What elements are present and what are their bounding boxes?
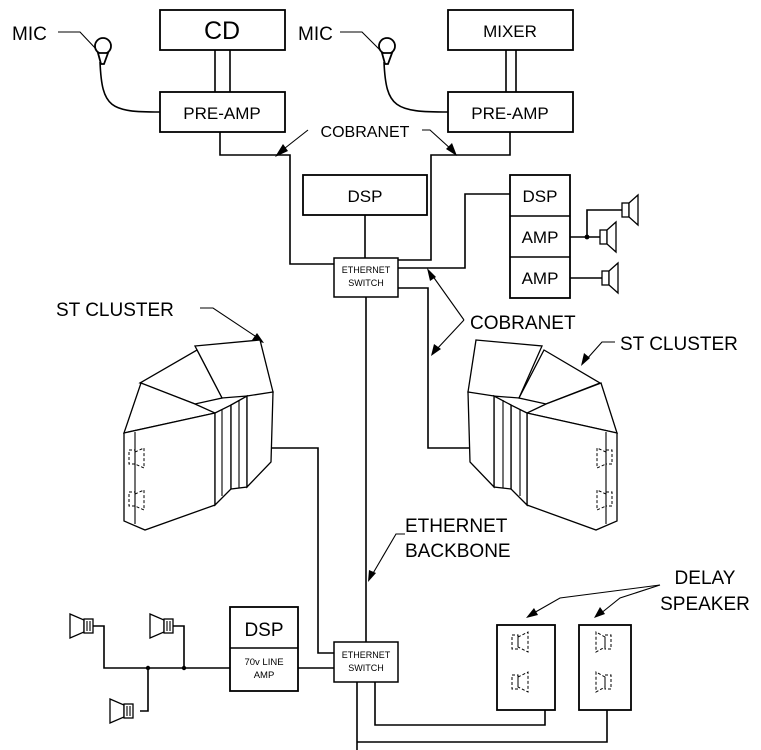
preamp-label: PRE-AMP xyxy=(183,104,260,123)
mixer-box xyxy=(447,9,574,51)
horn-speaker-icon xyxy=(69,613,94,639)
dsp-box-center xyxy=(302,174,428,216)
horn-speaker-icon xyxy=(109,698,134,724)
mic-label: MIC xyxy=(298,24,333,45)
speaker-icon xyxy=(599,220,617,254)
speaker-cluster-right xyxy=(467,339,618,531)
cobranet-label: COBRANET xyxy=(321,124,410,141)
mic-label: MIC xyxy=(12,24,47,45)
st-cluster-label: ST CLUSTER xyxy=(56,300,174,321)
delay-speaker-label: SPEAKER xyxy=(660,594,750,615)
microphone-icon xyxy=(94,37,112,65)
speaker-icon xyxy=(621,193,639,227)
preamp-label: PRE-AMP xyxy=(471,104,548,123)
dsp-line-amp-unit xyxy=(229,606,299,692)
switch-label: SWITCH xyxy=(348,663,384,673)
horn-speaker-icon xyxy=(149,613,174,639)
cobranet-label: COBRANET xyxy=(470,313,576,334)
dsp-label: DSP xyxy=(244,620,283,641)
speaker-cluster-left xyxy=(123,339,274,531)
ethernet-switch-top xyxy=(333,257,399,298)
cd-label: CD xyxy=(204,17,240,45)
delay-speaker-cabinet xyxy=(578,624,632,711)
amp-label: AMP xyxy=(522,228,559,247)
signal-wiring xyxy=(93,50,622,750)
st-cluster-label: ST CLUSTER xyxy=(620,334,738,355)
preamp-box-right xyxy=(447,91,574,133)
dsp-label: DSP xyxy=(523,187,558,206)
delay-speaker-cabinet xyxy=(496,624,556,711)
switch-label: ETHERNET xyxy=(342,650,391,660)
microphone-icon xyxy=(378,37,396,65)
dsp-label: DSP xyxy=(348,187,383,206)
switch-label: SWITCH xyxy=(348,278,384,288)
cd-player-box xyxy=(159,9,286,51)
backbone-label: BACKBONE xyxy=(405,541,511,562)
delay-speaker-label: DELAY xyxy=(675,568,736,589)
ethernet-switch-bottom xyxy=(333,641,399,683)
speaker-icon xyxy=(601,261,619,295)
line-amp-label: 70v LINE xyxy=(244,657,283,668)
line-amp-label: AMP xyxy=(254,670,275,681)
preamp-box-left xyxy=(159,91,286,133)
mixer-label: MIXER xyxy=(483,22,537,41)
amp-label: AMP xyxy=(522,269,559,288)
backbone-label: ETHERNET xyxy=(405,516,508,537)
amp-rack xyxy=(509,174,571,299)
switch-label: ETHERNET xyxy=(342,265,391,275)
callout-leaders xyxy=(58,31,661,618)
